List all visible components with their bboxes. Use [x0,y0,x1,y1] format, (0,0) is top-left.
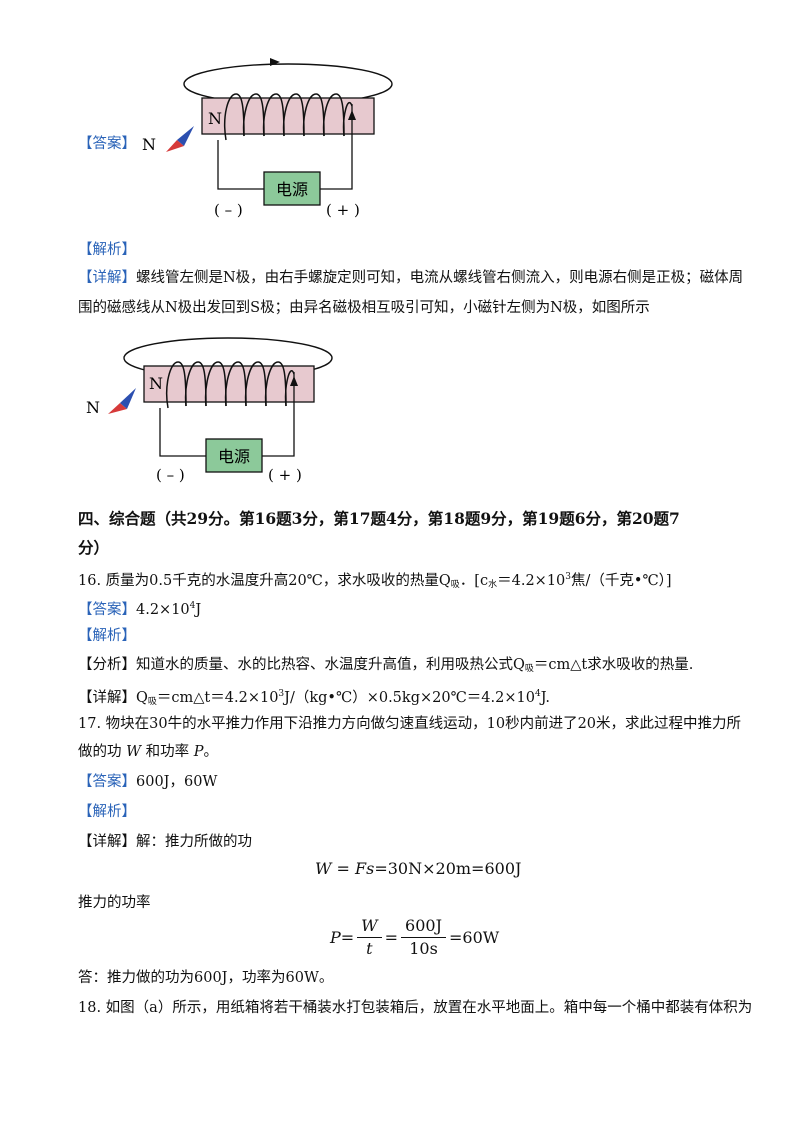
coils [224,93,353,141]
q17-stem-2: 做的功 W 和功率 P。 [78,744,218,760]
plus-label: ( + ) [268,466,302,484]
q17-final: 答：推力做的功为600J，功率为60W。 [78,970,334,986]
q16-analyze: 【分析】知道水的质量、水的比热容、水温度升高值，利用吸热公式Q吸＝cm△t求水吸… [78,657,694,674]
power-label: 电源 [218,447,250,466]
needle-south-icon [177,126,194,146]
needle-n-label: N [142,135,156,154]
equation-work: W = Fs=30N×20m=600J [315,859,522,878]
section4-heading: 四、综合题（共29分。第16题3分，第17题4分，第18题9分，第19题6分，第… [78,509,680,528]
needle-north-icon [166,140,184,152]
q16-stem: 16. 质量为0.5千克的水温度升高20℃，求水吸收的热量Q吸．[c水＝4.2×… [78,572,672,590]
needle-n-label: N [86,398,100,417]
n-pole-label: N [208,109,222,128]
wire-right [320,104,353,190]
q16-detail: 【详解】Q吸＝cm△t＝4.2×103J/（kg•℃）×0.5kg×20℃＝4.… [78,689,550,707]
q16-analysis-tag: 【解析】 [78,628,136,644]
n-pole-label: N [149,374,163,393]
q17-answer: 【答案】600J，60W [78,774,218,790]
solenoid-diagram-answer: 电源 N ( – ) ( + ) N [142,58,393,219]
q18-stem-1: 18. 如图（a）所示，用纸箱将若干桶装水打包装箱后，放置在水平地面上。箱中每一… [78,1000,753,1016]
analysis-tag: 【解析】 [78,242,136,258]
plus-label: ( + ) [326,201,360,219]
field-arrow-icon [270,58,280,66]
q16-answer: 【答案】4.2×104J [78,601,202,618]
wire-right [262,372,295,457]
needle-south-icon [120,388,136,409]
q17-stem-1: 17. 物块在30牛的水平推力作用下沿推力方向做匀速直线运动，10秒内前进了20… [78,716,742,732]
minus-label: ( – ) [156,466,185,484]
answer-tag: 【答案】 [78,136,136,152]
power-label: 推力的功率 [78,895,151,911]
power-box [263,171,321,206]
wire-left [217,140,264,190]
q17-analysis-tag: 【解析】 [78,804,136,820]
current-arrow-icon [290,376,298,386]
needle-north-icon [108,403,127,414]
detail-line-1: 【详解】螺线管左侧是N极，由右手螺旋定则可知，电流从螺线管右侧流入，则电源右侧是… [78,270,744,286]
current-arrow-icon [348,110,356,120]
minus-label: ( – ) [214,201,243,219]
coils [166,361,295,409]
wire-left [159,408,206,457]
section4-heading-cont: 分） [78,538,110,557]
detail-line-2: 围的磁感线从N极出发回到S极；由异名磁极相互吸引可知，小磁针左侧为N极，如图所示 [78,300,650,316]
q17-detail: 【详解】解：推力所做的功 [78,834,252,850]
power-box [205,438,263,473]
power-label: 电源 [276,180,308,199]
solenoid-diagram-explanation: 电源 N ( – ) ( + ) N [86,337,333,484]
